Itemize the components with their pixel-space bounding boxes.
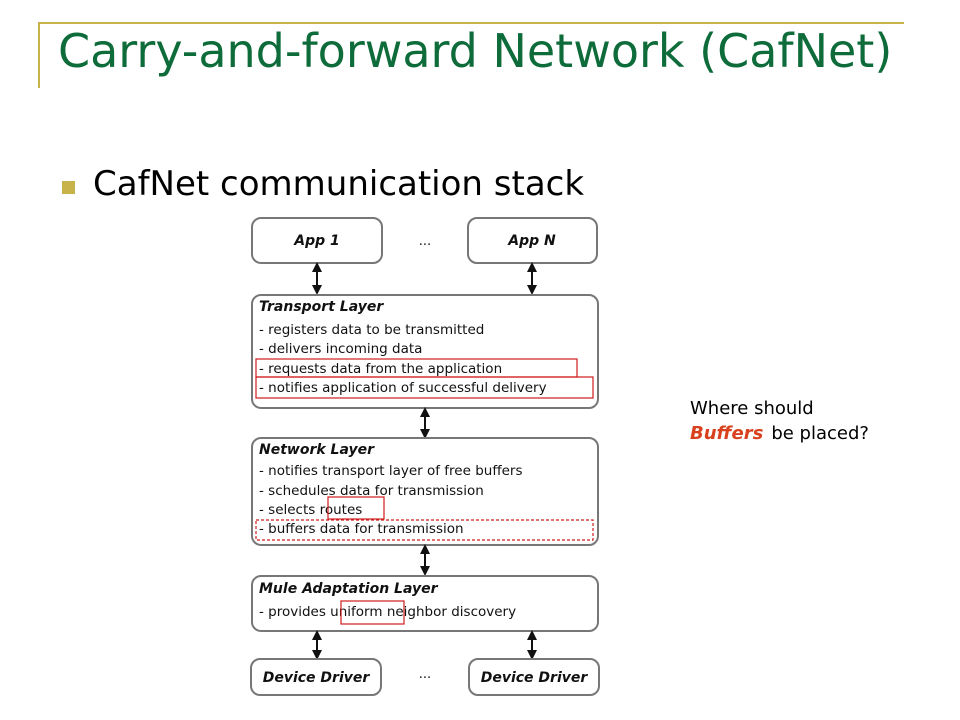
transport-line-2: - delivers incoming data xyxy=(259,341,422,357)
highlight-box-buffers-dashed xyxy=(255,519,594,541)
transport-layer-title: Transport Layer xyxy=(259,299,384,315)
slide-title: Carry-and-forward Network (CafNet) xyxy=(58,24,893,78)
buffers-highlight-text: Buffers xyxy=(690,423,764,444)
device-driver-left-label: Device Driver xyxy=(263,670,371,686)
buffers-question-note: Where should Buffers be placed? xyxy=(690,396,869,446)
title-top-rule xyxy=(38,22,904,24)
network-line-3: - selects routes xyxy=(259,502,362,518)
transport-line-4: - notifies application of successful del… xyxy=(259,380,547,396)
bullet-text: CafNet communication stack xyxy=(93,164,585,204)
device-driver-right-label: Device Driver xyxy=(481,670,589,686)
device-driver-right-box xyxy=(468,658,600,696)
note-line-2-rest: be placed? xyxy=(771,423,869,444)
network-line-4: - buffers data for transmission xyxy=(259,521,464,537)
mule-line-1: - provides uniform neighbor discovery xyxy=(259,604,516,620)
mule-layer-title: Mule Adaptation Layer xyxy=(259,581,439,597)
device-driver-left-box xyxy=(250,658,382,696)
highlight-box-routes xyxy=(327,496,385,520)
transport-line-1: - registers data to be transmitted xyxy=(259,322,484,338)
highlight-box-uniform xyxy=(340,600,405,625)
title-left-rule xyxy=(38,22,40,88)
note-line-1: Where should xyxy=(690,398,814,419)
apps-ellipsis: ... xyxy=(419,234,431,249)
bullet-square-icon xyxy=(62,181,75,194)
app-n-label: App N xyxy=(507,233,556,249)
network-line-1: - notifies transport layer of free buffe… xyxy=(259,463,523,479)
network-layer-title: Network Layer xyxy=(259,442,375,458)
note-line-2: Buffers be placed? xyxy=(690,421,869,446)
drivers-ellipsis: ... xyxy=(419,667,431,682)
app-1-label: App 1 xyxy=(293,233,340,249)
transport-line-3: - requests data from the application xyxy=(259,361,502,377)
network-line-2: - schedules data for transmission xyxy=(259,483,484,499)
highlight-box-notifies xyxy=(255,376,594,399)
mule-layer-box xyxy=(251,575,599,632)
